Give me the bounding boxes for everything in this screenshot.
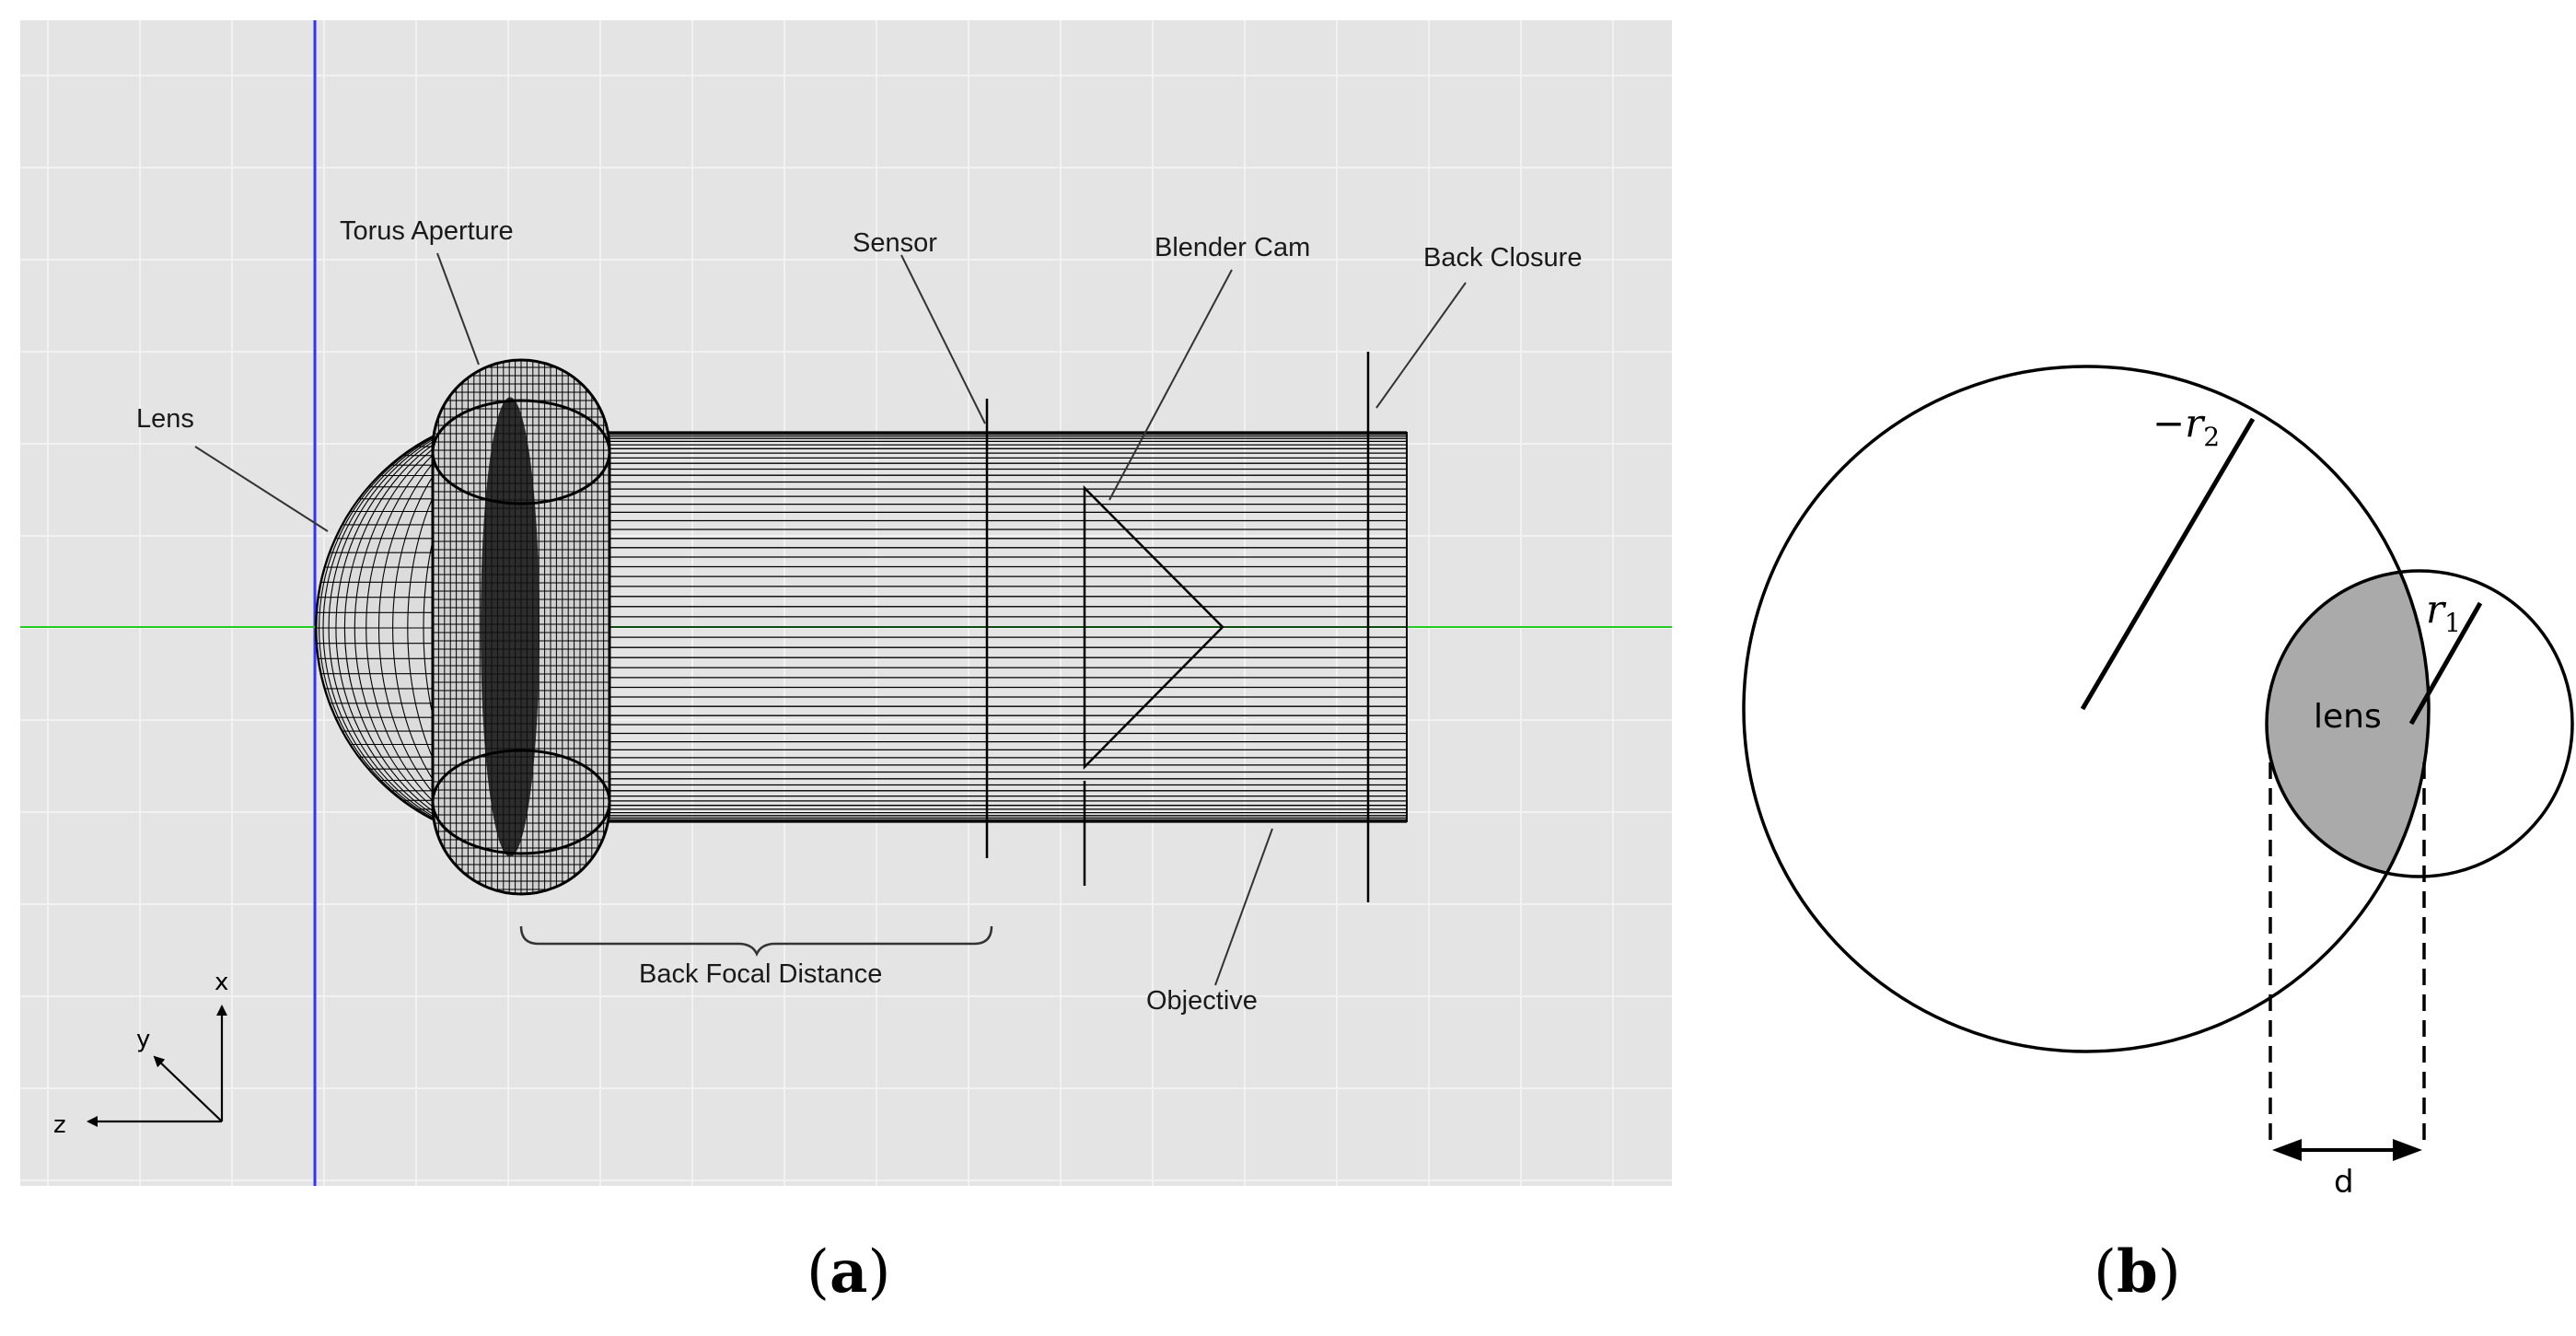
small-circle: [2265, 569, 2574, 878]
lens-region-label: lens: [2314, 698, 2382, 736]
panel-b: −r2 r1 lens d (b): [1742, 365, 2574, 1307]
blender-cam: [1083, 484, 1224, 886]
objective-cylinder: [552, 431, 1408, 823]
blender-cam-label: Blender Cam: [1155, 233, 1310, 262]
x-axis-label: x: [215, 969, 228, 996]
y-axis-label: y: [136, 1026, 150, 1053]
d-arrowhead-right: [2393, 1139, 2422, 1161]
r2-label: −r2: [2152, 401, 2220, 452]
r2-radius-line: [2080, 417, 2256, 711]
z-axis-label: z: [53, 1111, 66, 1139]
objective-label: Objective: [1146, 986, 1258, 1016]
torus-aperture-label: Torus Aperture: [340, 216, 514, 246]
d-arrowhead-left: [2272, 1139, 2302, 1161]
caption-b: (b): [2094, 1237, 2181, 1307]
back-closure-label: Back Closure: [1423, 243, 1582, 273]
leader-lines: [194, 252, 1467, 986]
torus-aperture-mesh: [431, 358, 611, 896]
panel-a: Lens Torus Aperture Sensor Blender Cam B…: [20, 20, 1672, 1307]
d-label: d: [2334, 1164, 2354, 1201]
viewport-background: [20, 20, 1672, 1186]
lens-shaded-region: [2267, 571, 2429, 877]
r1-label: r1: [2426, 587, 2461, 638]
sensor-label: Sensor: [853, 228, 937, 258]
large-circle: [1742, 365, 2431, 1053]
back-focal-brace: [519, 925, 993, 958]
axis-gizmo: [87, 1005, 227, 1127]
lens-label: Lens: [136, 404, 194, 434]
back-focal-distance-label: Back Focal Distance: [639, 959, 882, 989]
r1-radius-line: [2408, 601, 2483, 726]
caption-a: (a): [806, 1237, 890, 1307]
